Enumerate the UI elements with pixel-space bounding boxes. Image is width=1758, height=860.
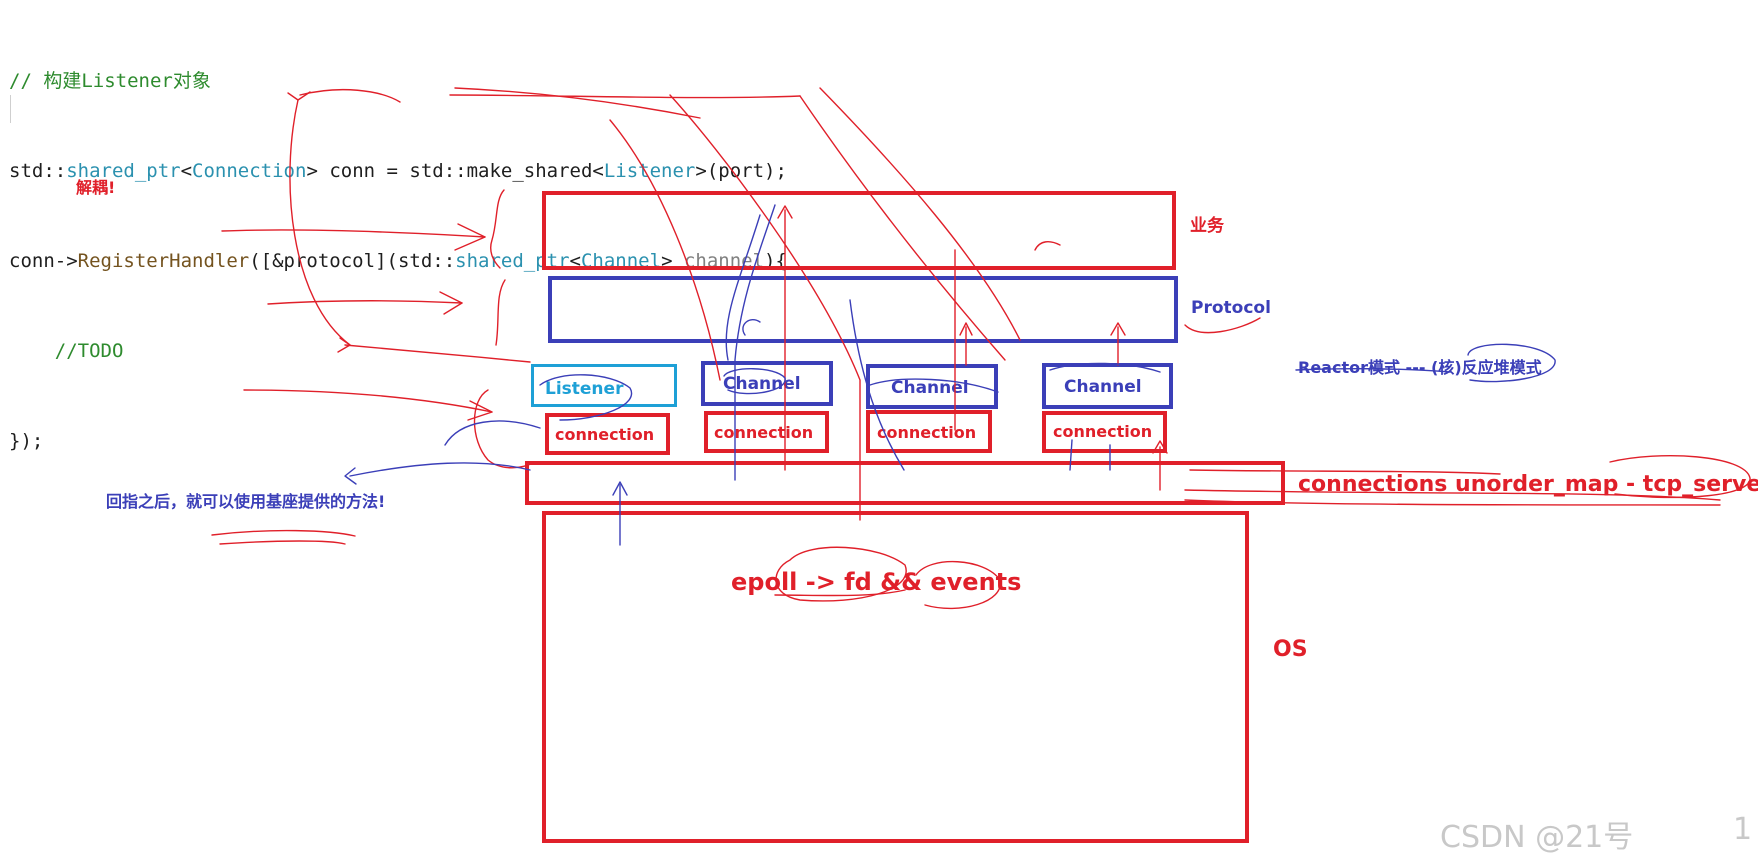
connection-label-3: connection: [877, 423, 977, 442]
epoll-label: epoll -> fd && events: [731, 568, 1022, 596]
os-label: OS: [1273, 637, 1308, 662]
page-marker: 1: [1733, 812, 1753, 847]
channel-label-1: Channel: [723, 374, 801, 394]
decouple-note: 解耦!: [76, 178, 116, 197]
protocol-layer-box: [548, 276, 1178, 343]
code-todo-line: //TODO: [54, 340, 124, 362]
code-comment-line: // 构建Listener对象: [9, 70, 211, 92]
channel-label-3: Channel: [1064, 377, 1142, 397]
os-box: [542, 511, 1249, 843]
csdn-watermark: CSDN @21号: [1440, 820, 1634, 855]
connection-label-2: connection: [714, 423, 814, 442]
listener-label: Listener: [545, 379, 624, 399]
channel-label-2: Channel: [891, 378, 969, 398]
reactor-mode-label: Reactor模式 --- (核)反应堆模式: [1298, 358, 1542, 377]
business-layer-box: [542, 191, 1176, 270]
protocol-layer-label: Protocol: [1191, 298, 1271, 318]
business-layer-label: 业务: [1190, 216, 1224, 236]
connection-label-1: connection: [555, 425, 655, 444]
connections-map-box: [525, 461, 1285, 505]
connection-label-4: connection: [1053, 422, 1153, 441]
code-indent-guide: [10, 95, 11, 123]
code-close-line: });: [9, 430, 44, 452]
connection-box-4: [1042, 411, 1167, 453]
back-pointer-note: 回指之后，就可以使用基座提供的方法!: [106, 492, 386, 511]
connections-map-label: connections unorder_map - tcp_server: [1298, 472, 1758, 497]
code-line-2: std::shared_ptr<Connection> conn = std::…: [9, 160, 787, 182]
